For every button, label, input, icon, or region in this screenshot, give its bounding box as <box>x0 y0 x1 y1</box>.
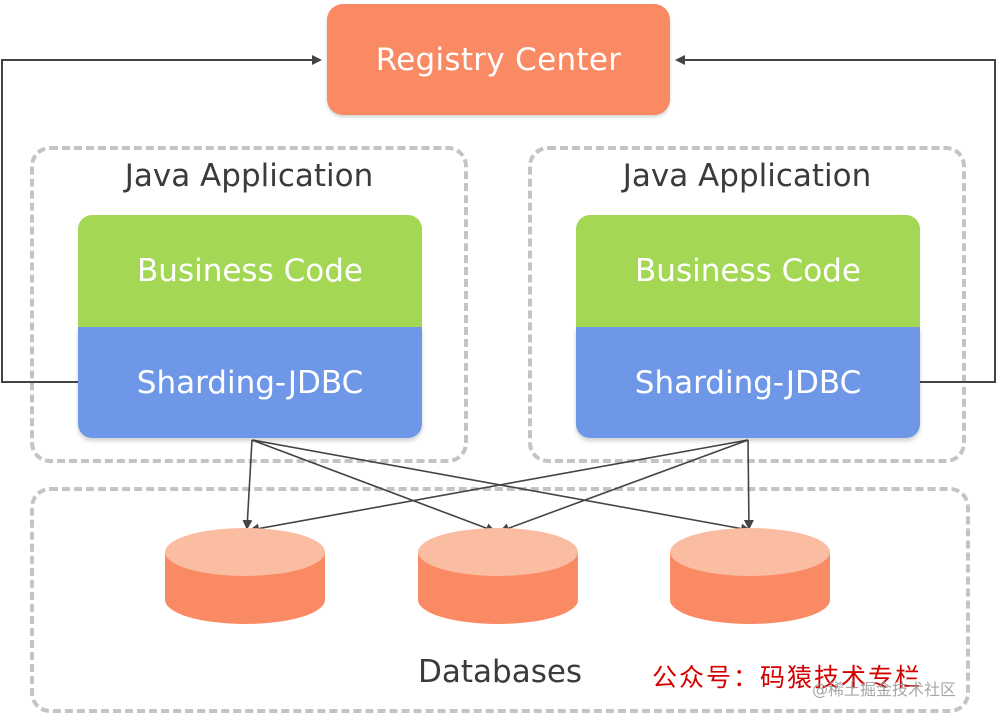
sharding-jdbc-label-right: Sharding-JDBC <box>634 364 862 401</box>
arrow-right-to-db-1 <box>249 439 749 534</box>
java-application-title-right: Java Application <box>622 158 872 194</box>
business-code-box-right: Business Code <box>576 215 920 327</box>
watermark-source: @稀土掘金技术社区 <box>812 680 957 699</box>
registry-center-label: Registry Center <box>375 41 622 78</box>
sharding-jdbc-label-left: Sharding-JDBC <box>136 364 364 401</box>
databases-container <box>30 487 970 713</box>
database-cylinder-1 <box>165 528 325 624</box>
arrow-left-to-db-2 <box>251 439 496 533</box>
registry-center-box: Registry Center <box>327 4 670 115</box>
database-cylinder-3 <box>670 528 830 624</box>
sharding-jdbc-box-right: Sharding-JDBC <box>576 327 920 438</box>
database-cylinder-2 <box>418 528 578 624</box>
java-application-container-right <box>528 146 966 463</box>
watermark-account: 公众号：码猿技术专栏 <box>652 663 923 692</box>
java-application-container-left <box>30 146 468 463</box>
business-code-box-left: Business Code <box>78 215 422 327</box>
databases-label: Databases <box>418 654 583 690</box>
business-code-label-left: Business Code <box>137 253 363 289</box>
sharding-jdbc-box-left: Sharding-JDBC <box>78 327 422 438</box>
connector-left-to-registry <box>1 55 322 383</box>
java-application-title-left: Java Application <box>124 158 374 194</box>
arrow-right-to-db-3 <box>743 439 754 530</box>
business-code-label-right: Business Code <box>635 253 861 289</box>
connector-right-to-registry <box>675 55 996 383</box>
arrow-left-to-db-1 <box>242 439 253 530</box>
arrow-right-to-db-2 <box>499 439 749 533</box>
